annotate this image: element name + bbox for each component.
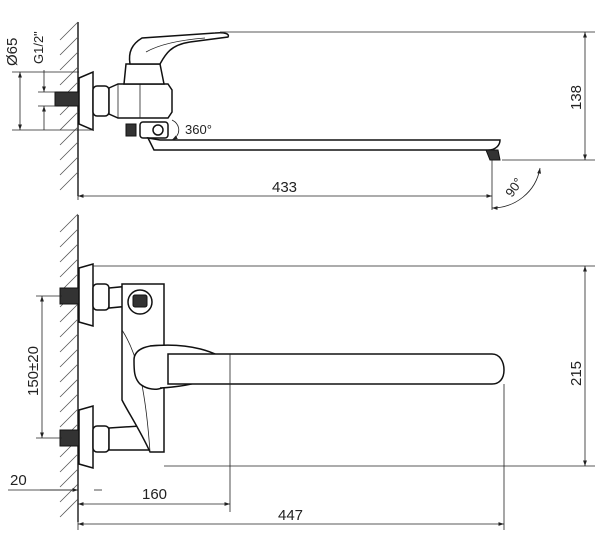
diverter-knob bbox=[125, 123, 137, 137]
thread-upper bbox=[59, 287, 80, 305]
height-top-label: 138 bbox=[568, 85, 585, 110]
aerator-top bbox=[485, 149, 501, 161]
lever-handle-top bbox=[128, 32, 230, 65]
spout-front bbox=[167, 353, 505, 385]
thread-label: G1/2" bbox=[31, 31, 46, 64]
wall-offset-label: 20 bbox=[10, 472, 27, 489]
angle-label: 90° bbox=[502, 175, 526, 200]
spout-top bbox=[146, 137, 501, 151]
flange-upper bbox=[78, 263, 94, 327]
center-distance-label: 150±20 bbox=[25, 346, 42, 396]
connector-nut-top bbox=[92, 85, 110, 117]
thread-lower bbox=[59, 429, 80, 447]
mixer-body-top bbox=[108, 83, 173, 119]
length-top-label: 433 bbox=[272, 179, 297, 196]
length-bottom-label: 447 bbox=[278, 507, 303, 524]
wall-bottom bbox=[59, 213, 79, 522]
bottom-view: 150±20 215 20 160 447 bbox=[8, 213, 595, 530]
height-bottom-label: 215 bbox=[568, 361, 585, 386]
cartridge-top bbox=[123, 63, 165, 85]
rotation-label: 360° bbox=[185, 122, 212, 137]
flange-top bbox=[78, 70, 94, 132]
thread-top bbox=[54, 91, 80, 107]
diameter-label: Ø65 bbox=[4, 38, 21, 66]
nut-upper bbox=[92, 283, 110, 311]
nut-lower bbox=[92, 425, 110, 453]
handle-reach-label: 160 bbox=[142, 486, 167, 503]
flange-lower bbox=[78, 405, 94, 469]
diverter-button bbox=[132, 294, 148, 308]
top-view: Ø65 G1/2" 138 360° 433 90° bbox=[4, 21, 595, 210]
wall-top bbox=[59, 21, 79, 196]
